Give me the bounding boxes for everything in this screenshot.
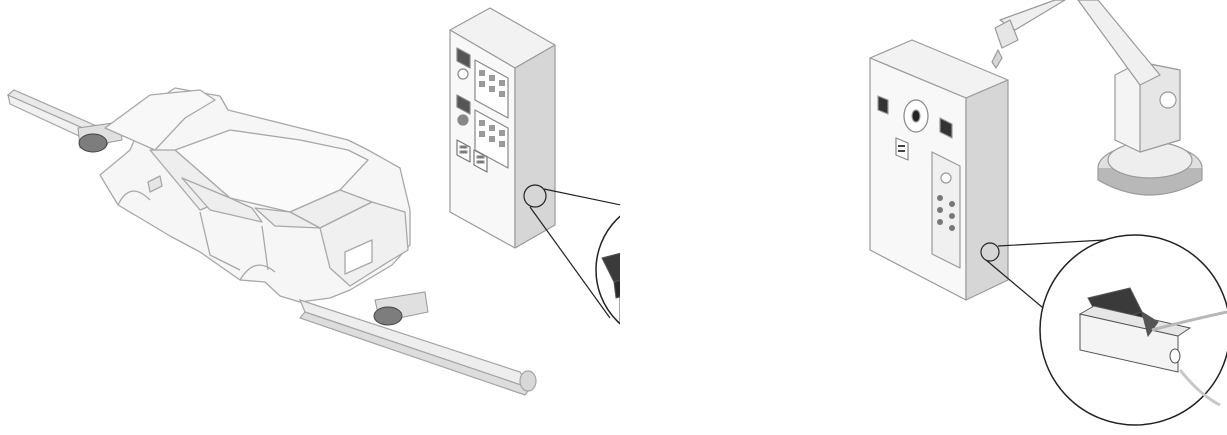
left-panel <box>0 0 620 435</box>
left-illustration <box>0 0 620 435</box>
magnifier-circle-left <box>596 198 620 342</box>
magnifier-circle-right <box>1040 235 1227 425</box>
right-illustration <box>840 0 1227 435</box>
conveyor-clamp-front <box>374 292 428 325</box>
control-cabinet-tall <box>450 8 555 248</box>
right-panel <box>840 0 1227 435</box>
car-body <box>100 88 410 302</box>
robot-arm <box>992 0 1202 195</box>
